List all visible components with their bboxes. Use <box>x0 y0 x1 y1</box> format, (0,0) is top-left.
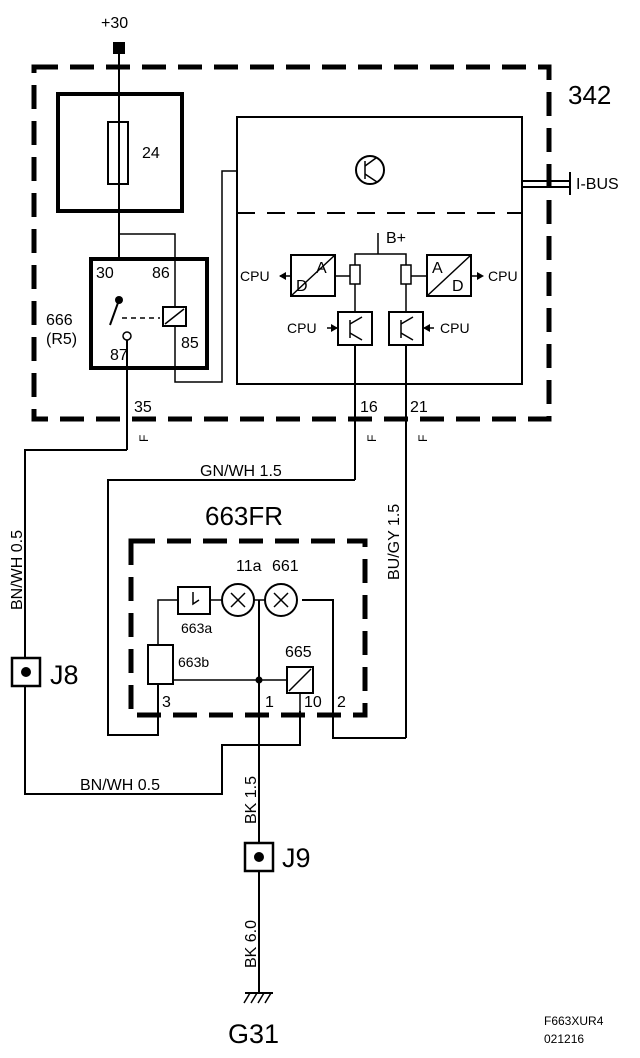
relay-coil-slash <box>164 308 185 325</box>
pullup-resistor-left <box>349 264 361 285</box>
ground-junction-dot <box>255 676 263 684</box>
wire-663a-663b <box>157 599 178 645</box>
ground-hatch-4 <box>264 992 272 1004</box>
ad-left-diag <box>290 254 336 297</box>
relay-contact-87 <box>122 331 132 341</box>
pin-21-f: F <box>416 435 430 442</box>
element-665-slash <box>288 668 312 692</box>
relay-pin-85: 85 <box>181 335 199 352</box>
control-unit-box <box>236 116 523 385</box>
ground-hatch-3 <box>257 992 265 1004</box>
ground-hatch-2 <box>250 992 258 1004</box>
wire-bugy-label: BU/GY 1.5 <box>386 504 403 580</box>
ad-right-diag <box>426 254 472 297</box>
wire-bugy <box>302 599 406 739</box>
pin-35: 35 <box>134 399 152 416</box>
wire-bnwh-v-label: BN/WH 0.5 <box>9 530 26 610</box>
switch-left <box>337 311 373 346</box>
connector-j9-label: J9 <box>282 843 311 873</box>
ad-left-a: A <box>316 260 327 277</box>
relay-666-box <box>89 257 209 370</box>
ad-right-arrow <box>477 272 484 280</box>
cpu-label-2: CPU <box>488 268 518 284</box>
element-665-label: 665 <box>285 644 312 661</box>
element-663a <box>177 586 211 615</box>
pin-16-f: F <box>365 435 379 442</box>
bplus-rail <box>354 253 407 265</box>
relay-pin-87: 87 <box>110 347 128 364</box>
switch-left-e <box>349 332 363 341</box>
pin-16: 16 <box>360 399 378 416</box>
relay-pin-30: 30 <box>96 265 114 282</box>
wire-bk60-label: BK 6.0 <box>243 920 260 968</box>
switch-right-arrow <box>423 324 430 332</box>
ecu-342-label: 342 <box>568 80 611 110</box>
relay-label: 666 <box>46 312 73 329</box>
element-663b <box>147 644 174 685</box>
cpu-label-4: CPU <box>440 320 470 336</box>
lamp-pin-10: 10 <box>304 694 322 711</box>
supply-label: +30 <box>101 15 128 32</box>
transistor-collector <box>364 157 377 167</box>
lamp-11a-x2 <box>230 592 246 608</box>
element-663b-label: 663b <box>178 654 209 670</box>
pin-35-f: F <box>137 435 151 442</box>
relay-pin-86: 86 <box>152 265 170 282</box>
element-663a-symbol <box>192 592 200 606</box>
fuse-label: 24 <box>142 145 160 162</box>
wire-gnwh <box>107 479 355 736</box>
element-663a-label: 663a <box>181 620 212 636</box>
pin-21: 21 <box>410 399 428 416</box>
lamp-unit-box <box>128 538 368 718</box>
switch-right-e <box>400 332 414 341</box>
wire-gnwh-label: GN/WH 1.5 <box>200 463 282 480</box>
switch-right <box>388 311 424 346</box>
connector-j8-pin <box>21 667 31 677</box>
switch-left-arrow <box>331 324 338 332</box>
lamp-pin-2: 2 <box>337 694 346 711</box>
ground-label: G31 <box>228 1019 279 1049</box>
relay-85-wire <box>174 170 237 383</box>
ibus-label: I-BUS <box>576 176 619 193</box>
lamp-pin-1: 1 <box>265 694 274 711</box>
cpu-label-1: CPU <box>240 268 270 284</box>
footer-code: F663XUR4 <box>544 1014 604 1028</box>
footer-date: 021216 <box>544 1032 584 1046</box>
cpu-label-3: CPU <box>287 320 317 336</box>
wire-bk15-label: BK 1.5 <box>243 776 260 824</box>
connector-j9-pin <box>254 852 264 862</box>
switch-right-c <box>400 316 414 325</box>
ad-left-arrow <box>279 272 286 280</box>
wire-bnwh-lower <box>24 686 301 795</box>
lamp-661-x2 <box>273 592 289 608</box>
relay-86-wire <box>119 233 176 307</box>
ecu-342-box <box>31 64 552 422</box>
ad-right-d: D <box>452 278 464 295</box>
wire-bnwh-upper <box>24 449 127 660</box>
lamp-pin-3: 3 <box>162 694 171 711</box>
relay-contact-arm <box>109 299 120 326</box>
lamp-11a-label: 11a <box>236 558 262 575</box>
relay-sublabel: (R5) <box>46 331 77 348</box>
transistor-emitter <box>364 173 378 183</box>
pullup-resistor-right <box>400 264 412 285</box>
connector-j8-label: J8 <box>50 660 79 690</box>
lamp-661-label: 661 <box>272 558 299 575</box>
lamp-unit-label: 663FR <box>205 501 283 531</box>
bplus-label: B+ <box>386 230 406 247</box>
ad-left-d: D <box>296 278 308 295</box>
ground-hatch-1 <box>243 992 251 1004</box>
wire-bnwh-h-label: BN/WH 0.5 <box>80 777 160 794</box>
switch-left-c <box>349 316 363 325</box>
supply-terminal <box>113 42 125 54</box>
ad-right-a: A <box>432 260 443 277</box>
transistor-icon <box>355 155 385 185</box>
